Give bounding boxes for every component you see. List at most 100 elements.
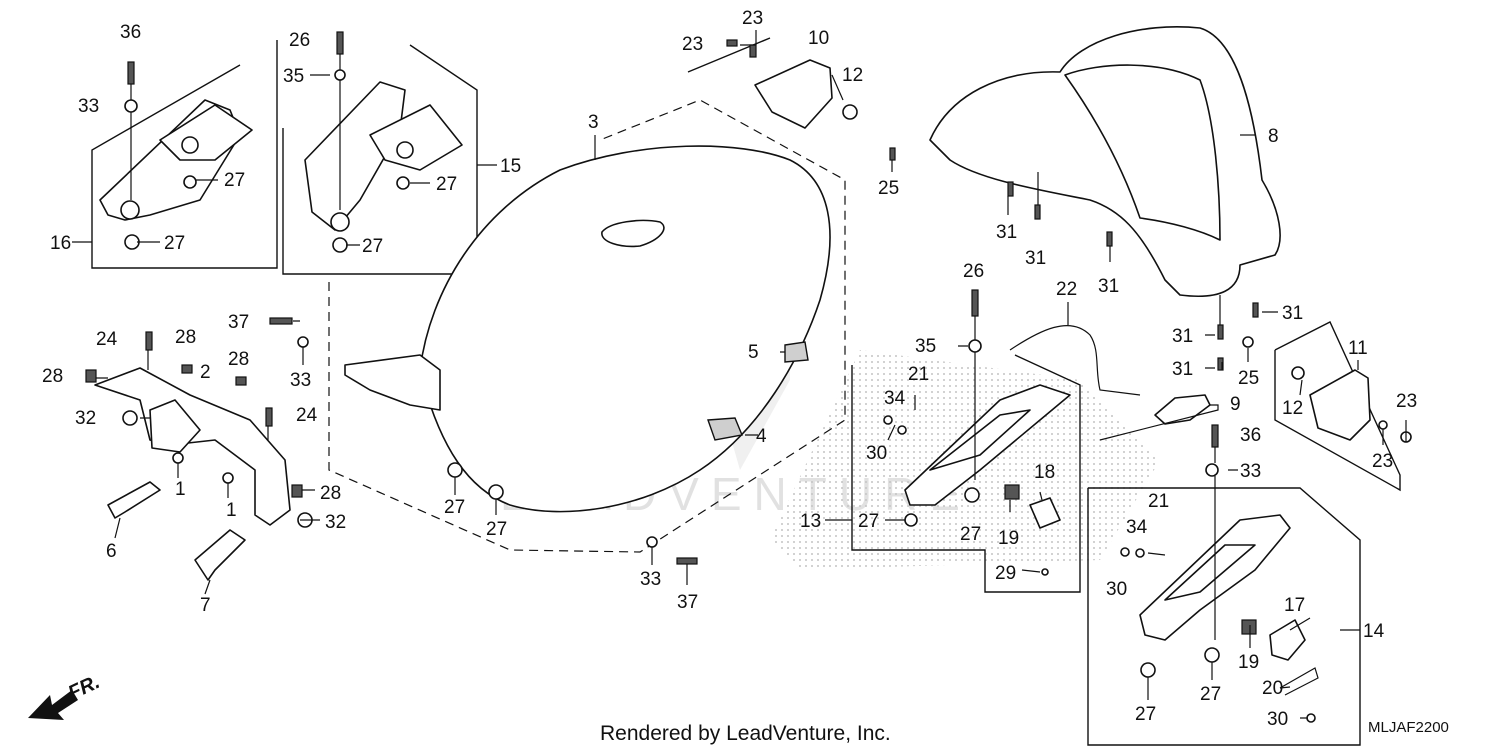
part-3-seat <box>344 145 831 513</box>
callout-1: 1 <box>175 479 186 500</box>
callout-21: 21 <box>908 364 929 385</box>
diagram-code: MLJAF2200 <box>1368 719 1449 736</box>
callout-5: 5 <box>748 342 759 363</box>
callout-27: 27 <box>436 174 457 195</box>
callout-34: 34 <box>884 388 906 409</box>
callout-22: 22 <box>1056 279 1077 300</box>
callout-37: 37 <box>677 592 698 613</box>
callout-31: 31 <box>1025 248 1046 269</box>
part-2-seat-bracket <box>94 367 291 526</box>
callout-35: 35 <box>283 66 304 87</box>
callout-19: 19 <box>998 528 1019 549</box>
callout-16: 16 <box>50 233 71 254</box>
callout-7: 7 <box>200 595 211 616</box>
part-7-bracket <box>194 529 246 581</box>
part-4-block <box>707 417 743 441</box>
callout-37: 37 <box>228 312 249 333</box>
callout-25: 25 <box>878 178 899 199</box>
callout-27: 27 <box>224 170 245 191</box>
callout-24: 24 <box>296 405 318 426</box>
callout-31: 31 <box>996 222 1017 243</box>
frame-16 <box>91 40 278 269</box>
callout-35: 35 <box>915 336 936 357</box>
frame-11 <box>1274 321 1401 492</box>
callout-30: 30 <box>1267 709 1288 730</box>
front-arrow: FR. <box>28 671 103 720</box>
callout-31: 31 <box>1282 303 1303 324</box>
part-10-cover <box>754 59 833 129</box>
callout-36: 36 <box>1240 425 1261 446</box>
callout-3: 3 <box>588 112 599 133</box>
part-13-rail <box>904 384 1071 506</box>
frame-13 <box>851 354 1081 593</box>
callout-labels: 36 33 27 16 27 26 35 27 15 27 3 23 23 10… <box>42 8 1417 730</box>
callout-1: 1 <box>226 500 237 521</box>
callout-27: 27 <box>1135 704 1156 725</box>
callout-27: 27 <box>1200 684 1221 705</box>
frame-3 <box>328 99 846 553</box>
callout-33: 33 <box>290 370 311 391</box>
callout-26: 26 <box>963 261 984 282</box>
callout-32: 32 <box>325 512 346 533</box>
callout-28: 28 <box>175 327 196 348</box>
part-20-rod <box>1279 667 1319 696</box>
callout-27: 27 <box>444 497 465 518</box>
callout-31: 31 <box>1098 276 1119 297</box>
callout-23: 23 <box>1396 391 1417 412</box>
callout-33: 33 <box>640 569 661 590</box>
callout-34: 34 <box>1126 517 1148 538</box>
part-8-backrest <box>929 26 1281 297</box>
callout-31: 31 <box>1172 359 1193 380</box>
callout-23: 23 <box>742 8 763 29</box>
part-17-latch <box>1269 619 1306 661</box>
frame-14 <box>1087 487 1361 746</box>
callout-32: 32 <box>75 408 96 429</box>
callout-23: 23 <box>1372 451 1393 472</box>
callout-27: 27 <box>960 524 981 545</box>
callout-30: 30 <box>1106 579 1127 600</box>
callout-28: 28 <box>320 483 341 504</box>
callout-19: 19 <box>1238 652 1259 673</box>
callout-27: 27 <box>164 233 185 254</box>
callout-12: 12 <box>1282 398 1303 419</box>
callout-17: 17 <box>1284 595 1305 616</box>
callout-31: 31 <box>1172 326 1193 347</box>
callout-13: 13 <box>800 511 821 532</box>
callout-12: 12 <box>842 65 863 86</box>
callout-30: 30 <box>866 443 887 464</box>
callout-11: 11 <box>1348 338 1368 359</box>
leader-lines <box>72 30 1407 719</box>
part-6-bracket <box>107 481 161 519</box>
callout-26: 26 <box>289 30 310 51</box>
callout-18: 18 <box>1034 462 1055 483</box>
callout-33: 33 <box>78 96 99 117</box>
callout-10: 10 <box>808 28 829 49</box>
callout-23: 23 <box>682 34 703 55</box>
part-15-grab-rail <box>304 81 463 232</box>
callout-29: 29 <box>995 563 1016 584</box>
footer-credit: Rendered by LeadVenture, Inc. <box>600 722 891 745</box>
callout-14: 14 <box>1363 621 1385 642</box>
part-5-cushion <box>784 341 809 363</box>
callout-20: 20 <box>1262 678 1283 699</box>
callout-6: 6 <box>106 541 117 562</box>
front-arrow-icon <box>28 690 78 720</box>
callout-28: 28 <box>42 366 63 387</box>
part-11-cover <box>1309 369 1371 441</box>
callout-9: 9 <box>1230 394 1241 415</box>
part-9-cap <box>1154 394 1211 425</box>
callout-25: 25 <box>1238 368 1259 389</box>
part-16-grab-rail <box>99 99 253 221</box>
callout-21: 21 <box>1148 491 1169 512</box>
callout-4: 4 <box>756 426 767 447</box>
callout-24: 24 <box>96 329 118 350</box>
callout-27: 27 <box>858 511 879 532</box>
callout-28: 28 <box>228 349 249 370</box>
callout-8: 8 <box>1268 126 1279 147</box>
callout-27: 27 <box>486 519 507 540</box>
callout-36: 36 <box>120 22 141 43</box>
callout-27: 27 <box>362 236 383 257</box>
callout-15: 15 <box>500 156 521 177</box>
part-22-cable <box>1009 325 1141 396</box>
